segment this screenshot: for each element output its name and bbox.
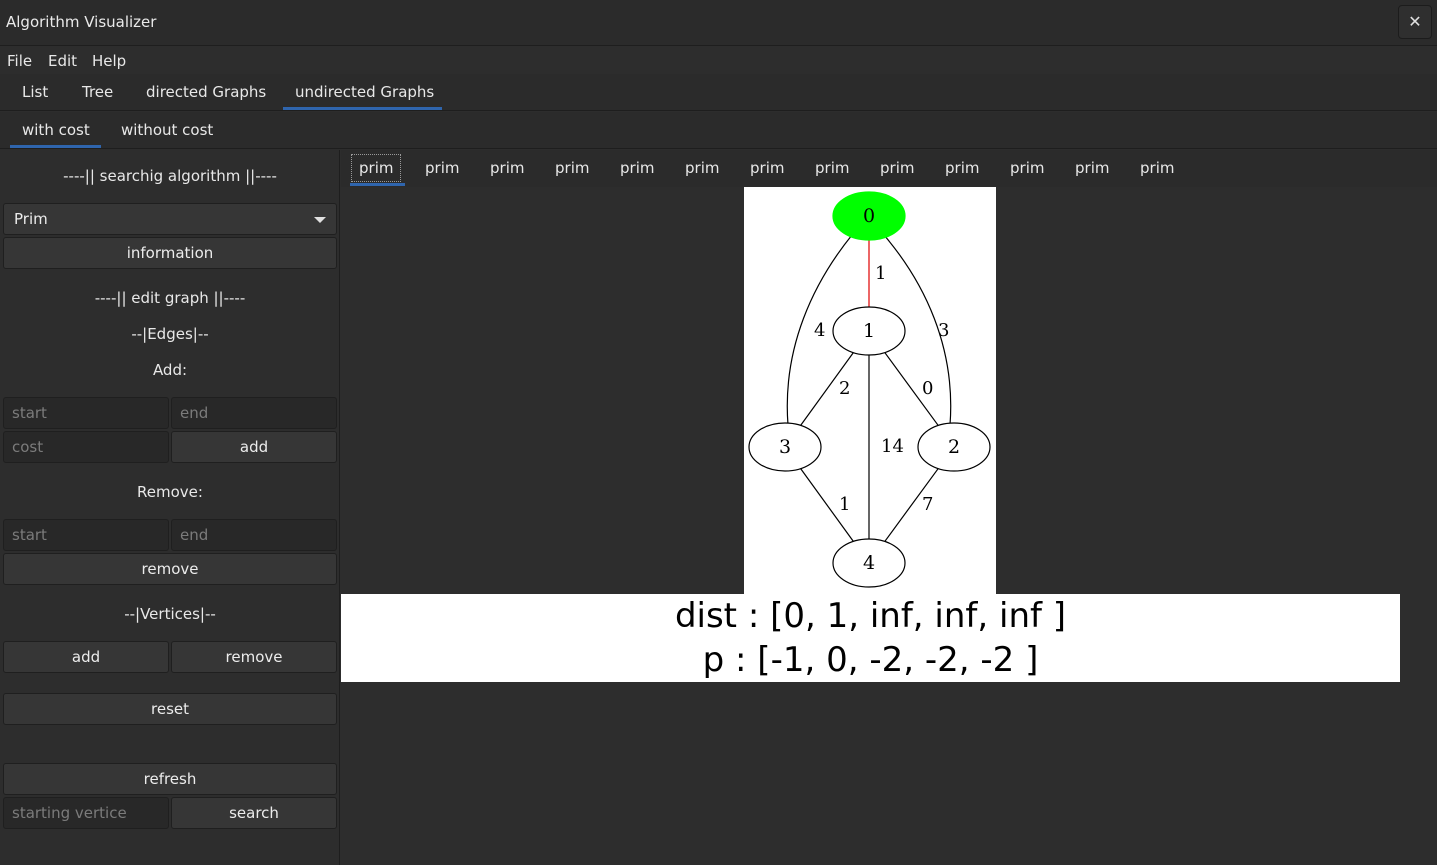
- step-tab[interactable]: prim: [620, 159, 655, 177]
- graph-edge: [883, 234, 952, 426]
- algorithm-select-value: Prim: [14, 210, 48, 228]
- graph-edge: [800, 468, 854, 542]
- refresh-button[interactable]: refresh: [3, 763, 337, 795]
- tab-with-cost[interactable]: with cost: [22, 121, 90, 139]
- graph-node: [748, 422, 822, 472]
- sidebar: ----|| searchig algorithm ||---- Prim in…: [0, 150, 340, 865]
- graph-node: [917, 422, 991, 472]
- edges-header: --|Edges|--: [131, 325, 209, 343]
- result-panel: dist : [0, 1, inf, inf, inf ] p : [-1, 0…: [341, 594, 1400, 682]
- step-tab-bar: prim prim prim prim prim prim prim prim …: [341, 150, 1437, 187]
- remove-end-input[interactable]: [171, 519, 337, 551]
- main-tab-bar: List Tree directed Graphs undirected Gra…: [0, 74, 1437, 111]
- edge-cost-label: 3: [938, 320, 949, 341]
- step-tab[interactable]: prim: [815, 159, 850, 177]
- edit-graph-header: ----|| edit graph ||----: [94, 289, 246, 307]
- add-start-input[interactable]: [3, 397, 169, 429]
- close-icon: ✕: [1408, 12, 1422, 31]
- edge-cost-label: 2: [839, 378, 850, 399]
- add-cost-input[interactable]: [3, 431, 169, 463]
- add-label: Add:: [152, 361, 188, 379]
- edge-cost-label: 1: [839, 494, 850, 515]
- step-tab[interactable]: prim: [490, 159, 525, 177]
- graph-node-label: 2: [948, 436, 960, 458]
- title-bar: Algorithm Visualizer ✕: [0, 0, 1437, 46]
- tab-undirected-graphs[interactable]: undirected Graphs: [295, 83, 435, 101]
- graph-edge: [800, 352, 854, 426]
- content-area: prim prim prim prim prim prim prim prim …: [341, 150, 1437, 865]
- remove-start-input[interactable]: [3, 519, 169, 551]
- dist-array: dist : [0, 1, inf, inf, inf ]: [674, 596, 1067, 636]
- step-tab[interactable]: prim: [880, 159, 915, 177]
- step-tab[interactable]: prim: [425, 159, 460, 177]
- remove-label: Remove:: [137, 483, 203, 501]
- graph-node: [832, 538, 906, 588]
- close-button[interactable]: ✕: [1398, 5, 1432, 39]
- search-button[interactable]: search: [171, 797, 337, 829]
- graph-node-label: 0: [863, 205, 875, 227]
- graph-node-label: 4: [863, 552, 875, 574]
- edge-cost-label: 0: [922, 378, 933, 399]
- tab-without-cost[interactable]: without cost: [121, 121, 214, 139]
- menu-file[interactable]: File: [7, 52, 33, 70]
- graph-edge: [884, 352, 939, 426]
- graph-node: [832, 306, 906, 356]
- graph-edge: [884, 468, 939, 542]
- graph-node-label: 3: [779, 436, 791, 458]
- search-algorithm-header: ----|| searchig algorithm ||----: [63, 167, 277, 185]
- step-tab[interactable]: prim: [555, 159, 590, 177]
- add-vertex-button[interactable]: add: [3, 641, 169, 673]
- starting-vertex-input[interactable]: [3, 797, 169, 829]
- step-tab[interactable]: prim: [1140, 159, 1175, 177]
- parent-array: p : [-1, 0, -2, -2, -2 ]: [702, 640, 1039, 680]
- edge-cost-label: 1: [875, 263, 886, 284]
- edge-cost-label: 4: [814, 320, 825, 341]
- tab-list[interactable]: List: [22, 83, 49, 101]
- remove-vertex-button[interactable]: remove: [171, 641, 337, 673]
- window-title: Algorithm Visualizer: [6, 13, 157, 31]
- vertices-header: --|Vertices|--: [124, 605, 216, 623]
- chevron-down-icon: [314, 217, 326, 223]
- tab-directed-graphs[interactable]: directed Graphs: [146, 83, 267, 101]
- active-step-indicator: [350, 183, 405, 186]
- edge-cost-label: 7: [922, 494, 933, 515]
- step-tab[interactable]: prim: [685, 159, 720, 177]
- algorithm-select[interactable]: Prim: [3, 203, 337, 235]
- graph-node-label: 1: [863, 320, 875, 342]
- remove-edge-button[interactable]: remove: [3, 553, 337, 585]
- step-tab[interactable]: prim: [750, 159, 785, 177]
- tab-tree[interactable]: Tree: [82, 83, 114, 101]
- edge-cost-label: 14: [881, 436, 904, 457]
- active-tab-indicator: [283, 107, 442, 110]
- menu-help[interactable]: Help: [92, 52, 127, 70]
- graph-node: [832, 191, 906, 241]
- add-end-input[interactable]: [171, 397, 337, 429]
- graph-edge: [786, 234, 853, 426]
- step-tab[interactable]: prim: [351, 154, 402, 182]
- reset-button[interactable]: reset: [3, 693, 337, 725]
- sub-tab-bar: with cost without cost: [0, 112, 1437, 149]
- add-edge-button[interactable]: add: [171, 431, 337, 463]
- information-button[interactable]: information: [3, 237, 337, 269]
- step-tab[interactable]: prim: [945, 159, 980, 177]
- step-tab[interactable]: prim: [1075, 159, 1110, 177]
- menu-bar: File Edit Help: [0, 47, 1437, 73]
- menu-edit[interactable]: Edit: [48, 52, 78, 70]
- active-subtab-indicator: [10, 145, 101, 148]
- step-tab[interactable]: prim: [1010, 159, 1045, 177]
